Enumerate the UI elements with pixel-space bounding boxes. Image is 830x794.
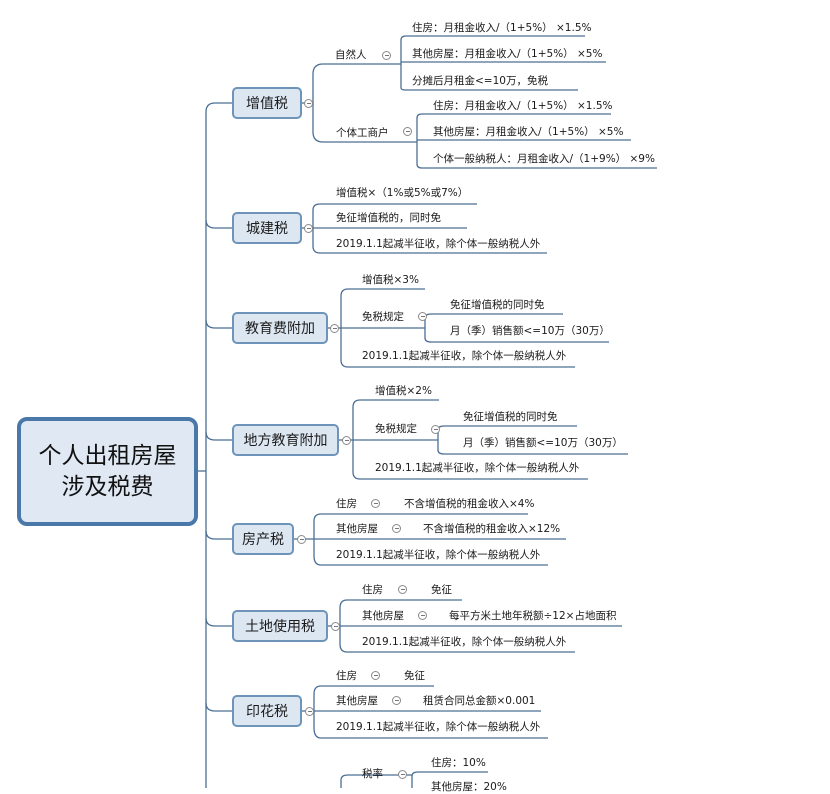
root-title-line2: 涉及税费 [61, 473, 154, 500]
collapse-icon[interactable] [382, 51, 391, 60]
node-tax-rate: 税率 [362, 768, 383, 780]
collapse-icon[interactable] [403, 127, 412, 136]
leaf-local-edu-sales-threshold: 月（季）销售额<=10万（30万） [463, 437, 623, 449]
node-land-other: 其他房屋 [362, 610, 404, 622]
node-land-housing: 住房 [362, 584, 383, 596]
leaf-land-other-rate: 每平方米土地年税额÷12×占地面积 [449, 610, 617, 622]
leaf-stamp-halved: 2019.1.1起减半征收，除个体一般纳税人外 [336, 721, 541, 733]
collapse-icon[interactable] [304, 224, 313, 233]
leaf-vat-business-general: 个体一般纳税人：月租金收入/（1+9%） ×9% [433, 153, 655, 165]
node-education-surcharge[interactable]: 教育费附加 [232, 312, 328, 344]
leaf-rate-housing: 住房：10% [431, 757, 486, 769]
collapse-icon[interactable] [297, 535, 306, 544]
root-title-line1: 个人出租房屋 [38, 442, 177, 469]
collapse-icon[interactable] [330, 324, 339, 333]
leaf-vat-individual-exempt: 分摊后月租金<=10万，免税 [412, 75, 548, 87]
collapse-icon[interactable] [392, 696, 401, 705]
collapse-icon[interactable] [371, 499, 380, 508]
leaf-local-edu-rate: 增值税×2% [375, 385, 432, 397]
leaf-edu-rate: 增值税×3% [362, 274, 419, 286]
leaf-edu-sales-threshold: 月（季）销售额<=10万（30万） [450, 325, 610, 337]
collapse-icon[interactable] [418, 312, 427, 321]
leaf-city-rate: 增值税×（1%或5%或7%） [336, 187, 469, 199]
leaf-land-halved: 2019.1.1起减半征收，除个体一般纳税人外 [362, 636, 567, 648]
node-business: 个体工商户 [336, 127, 389, 139]
node-stamp-duty[interactable]: 印花税 [232, 695, 302, 727]
node-land-use-tax[interactable]: 土地使用税 [232, 610, 328, 642]
collapse-icon[interactable] [398, 770, 407, 779]
collapse-icon[interactable] [331, 622, 340, 631]
collapse-icon[interactable] [398, 585, 407, 594]
leaf-vat-business-housing: 住房：月租金收入/（1+5%） ×1.5% [433, 100, 613, 112]
leaf-land-housing-exempt: 免征 [431, 584, 452, 596]
node-local-edu-exemption: 免税规定 [375, 423, 417, 435]
leaf-vat-individual-other: 其他房屋：月租金收入/（1+5%） ×5% [412, 48, 603, 60]
collapse-icon[interactable] [431, 425, 440, 434]
collapse-icon[interactable] [305, 707, 314, 716]
node-city-construction-tax[interactable]: 城建税 [232, 212, 302, 244]
node-property-other: 其他房屋 [336, 523, 378, 535]
leaf-local-edu-exempt-with-vat: 免征增值税的同时免 [463, 411, 558, 423]
leaf-property-halved: 2019.1.1起减半征收，除个体一般纳税人外 [336, 549, 541, 561]
node-edu-exemption: 免税规定 [362, 311, 404, 323]
node-vat[interactable]: 增值税 [232, 87, 302, 119]
leaf-stamp-other-rate: 租赁合同总金额×0.001 [423, 695, 536, 707]
collapse-icon[interactable] [371, 671, 380, 680]
leaf-local-edu-halved: 2019.1.1起减半征收，除个体一般纳税人外 [375, 462, 580, 474]
node-individual: 自然人 [335, 49, 367, 61]
root-node[interactable]: 个人出租房屋 涉及税费 [17, 417, 198, 526]
leaf-property-housing-rate: 不含增值税的租金收入×4% [404, 498, 535, 510]
node-stamp-other: 其他房屋 [336, 695, 378, 707]
collapse-icon[interactable] [304, 99, 313, 108]
leaf-stamp-housing-exempt: 免征 [404, 670, 425, 682]
leaf-city-halved: 2019.1.1起减半征收，除个体一般纳税人外 [336, 238, 541, 250]
collapse-icon[interactable] [342, 436, 351, 445]
leaf-city-exempt: 免征增值税的，同时免 [336, 212, 441, 224]
leaf-vat-business-other: 其他房屋：月租金收入/（1+5%） ×5% [433, 126, 624, 138]
leaf-edu-exempt-with-vat: 免征增值税的同时免 [450, 299, 545, 311]
node-stamp-housing: 住房 [336, 670, 357, 682]
node-property-tax[interactable]: 房产税 [232, 523, 294, 555]
leaf-vat-individual-housing: 住房：月租金收入/（1+5%） ×1.5% [412, 22, 592, 34]
collapse-icon[interactable] [392, 524, 401, 533]
collapse-icon[interactable] [418, 611, 427, 620]
leaf-edu-halved: 2019.1.1起减半征收，除个体一般纳税人外 [362, 350, 567, 362]
node-property-housing: 住房 [336, 498, 357, 510]
leaf-property-other-rate: 不含增值税的租金收入×12% [423, 523, 561, 535]
node-local-education-surcharge[interactable]: 地方教育附加 [232, 424, 339, 456]
